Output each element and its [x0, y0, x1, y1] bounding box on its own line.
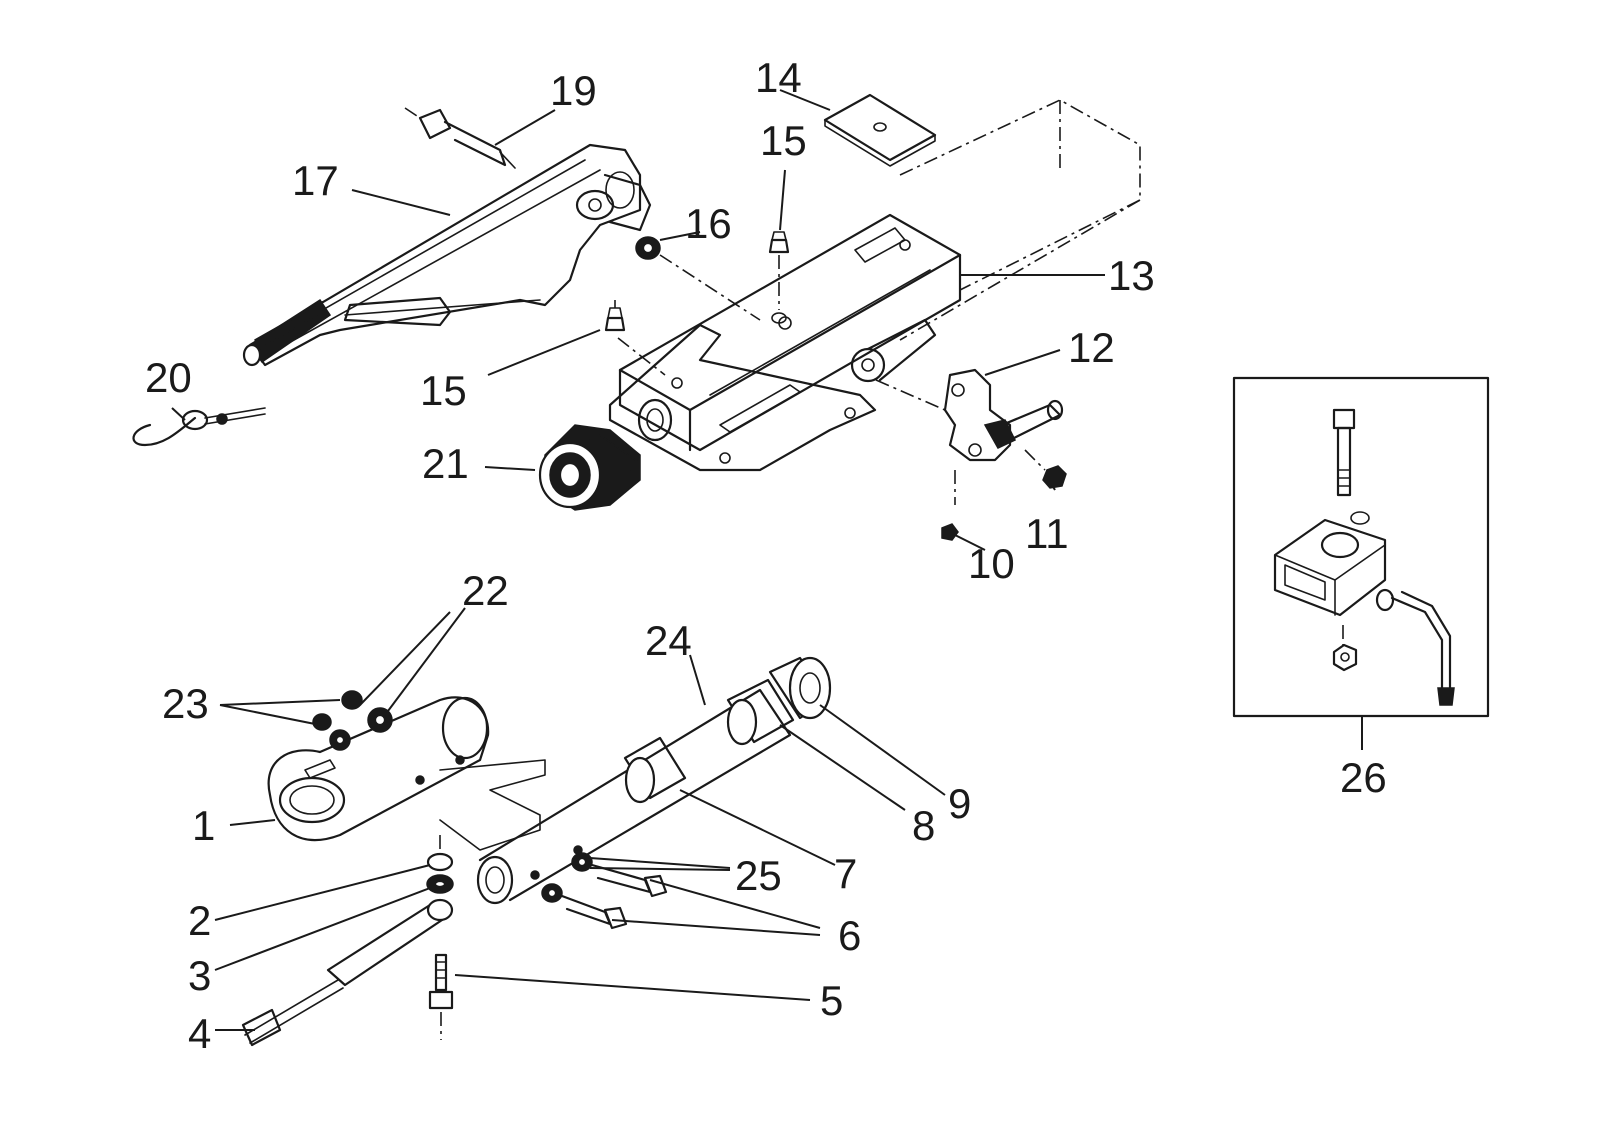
callout-21: 21 [422, 440, 469, 487]
callout-20: 20 [145, 354, 192, 401]
callout-15-upper: 15 [760, 117, 807, 164]
callout-10: 10 [968, 540, 1015, 587]
grease-nipple-upper [768, 231, 790, 324]
tube-24 [476, 656, 832, 905]
latch-12 [875, 368, 1064, 505]
callout-9: 9 [948, 780, 971, 827]
callout-22: 22 [462, 567, 509, 614]
callout-3: 3 [188, 952, 211, 999]
washer-16 [635, 236, 761, 321]
callout-5: 5 [820, 977, 843, 1024]
callout-17: 17 [292, 157, 339, 204]
callout-12: 12 [1068, 324, 1115, 371]
nut-11 [1024, 449, 1067, 489]
leader-lines [171, 89, 1363, 1031]
callout-6: 6 [838, 912, 861, 959]
callout-26: 26 [1340, 754, 1387, 801]
callout-23: 23 [162, 680, 209, 727]
callout-labels: 1 2 3 4 5 6 7 8 9 10 11 12 13 14 15 15 1… [145, 54, 1387, 1057]
bolts-6-washers-25 [541, 852, 668, 930]
callout-24: 24 [645, 617, 692, 664]
callout-4: 4 [188, 1010, 211, 1057]
callout-14: 14 [755, 54, 802, 101]
handbrake-lever [242, 143, 652, 367]
callout-11: 11 [1025, 510, 1069, 557]
drawbar-housing [608, 99, 1141, 472]
towing-eye [267, 696, 546, 851]
breakaway-cable [132, 407, 266, 447]
bolt-5 [428, 953, 454, 1040]
grease-nipple-lower [604, 300, 666, 376]
callout-19: 19 [550, 67, 597, 114]
callout-15-lower: 15 [420, 367, 467, 414]
callout-13: 13 [1108, 252, 1155, 299]
callout-8: 8 [912, 802, 935, 849]
bellows-21 [538, 424, 641, 511]
nut-10 [941, 523, 959, 541]
callout-25: 25 [735, 852, 782, 899]
bolt-19 [404, 107, 516, 169]
callout-2: 2 [188, 897, 211, 944]
nuts-2-3 [426, 835, 454, 894]
shock-absorber-4 [241, 898, 454, 1047]
jack-kit-box [1232, 376, 1490, 718]
cover-plate [823, 93, 937, 167]
callout-7: 7 [834, 850, 857, 897]
callout-1: 1 [192, 802, 215, 849]
callout-16: 16 [685, 200, 732, 247]
